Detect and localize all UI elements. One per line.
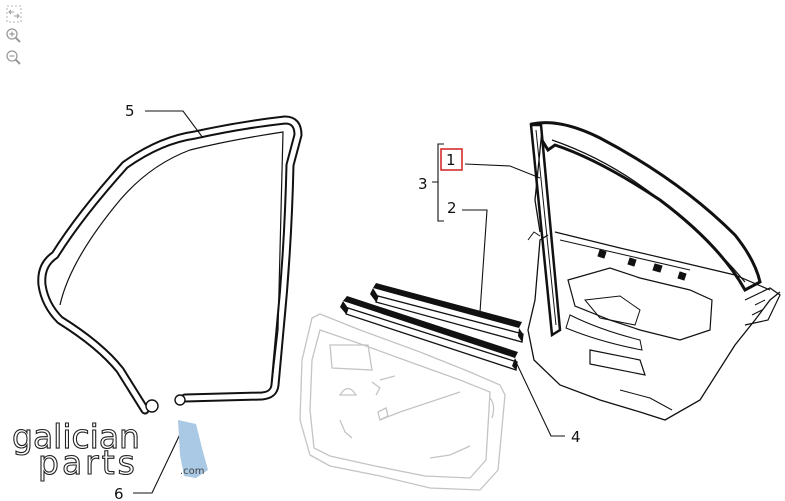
galicianparts-logo: galician parts .com xyxy=(11,416,208,483)
logo-text-parts: parts xyxy=(38,443,138,482)
part-5-door-seal[interactable] xyxy=(37,115,303,415)
expand-arrows-icon xyxy=(4,4,24,24)
callout-6[interactable]: 6 xyxy=(114,485,124,501)
callout-5[interactable]: 5 xyxy=(125,102,135,120)
callout-3[interactable]: 3 xyxy=(418,175,428,193)
zoom-out-icon xyxy=(4,48,24,68)
part-2-window-strip[interactable] xyxy=(370,283,524,343)
viewer-toolbar xyxy=(4,4,26,68)
callout-1[interactable]: 1 xyxy=(446,151,456,169)
callout-2[interactable]: 2 xyxy=(447,199,457,217)
zoom-in-button[interactable] xyxy=(4,26,24,46)
part-4-window-strip[interactable] xyxy=(340,296,518,371)
leader-lines xyxy=(133,110,565,494)
logo-text-com: .com xyxy=(180,466,205,477)
galicia-map-silhouette xyxy=(178,420,208,478)
rear-door-assembly[interactable] xyxy=(527,121,781,421)
callout-1-highlight xyxy=(440,148,463,171)
logo-text-galician: galician xyxy=(12,417,140,456)
fit-to-screen-button[interactable] xyxy=(4,4,24,24)
zoom-in-icon xyxy=(4,26,24,46)
door-inner-panel-outline xyxy=(299,313,506,491)
zoom-out-button[interactable] xyxy=(4,48,24,68)
callout-4[interactable]: 4 xyxy=(571,428,581,446)
